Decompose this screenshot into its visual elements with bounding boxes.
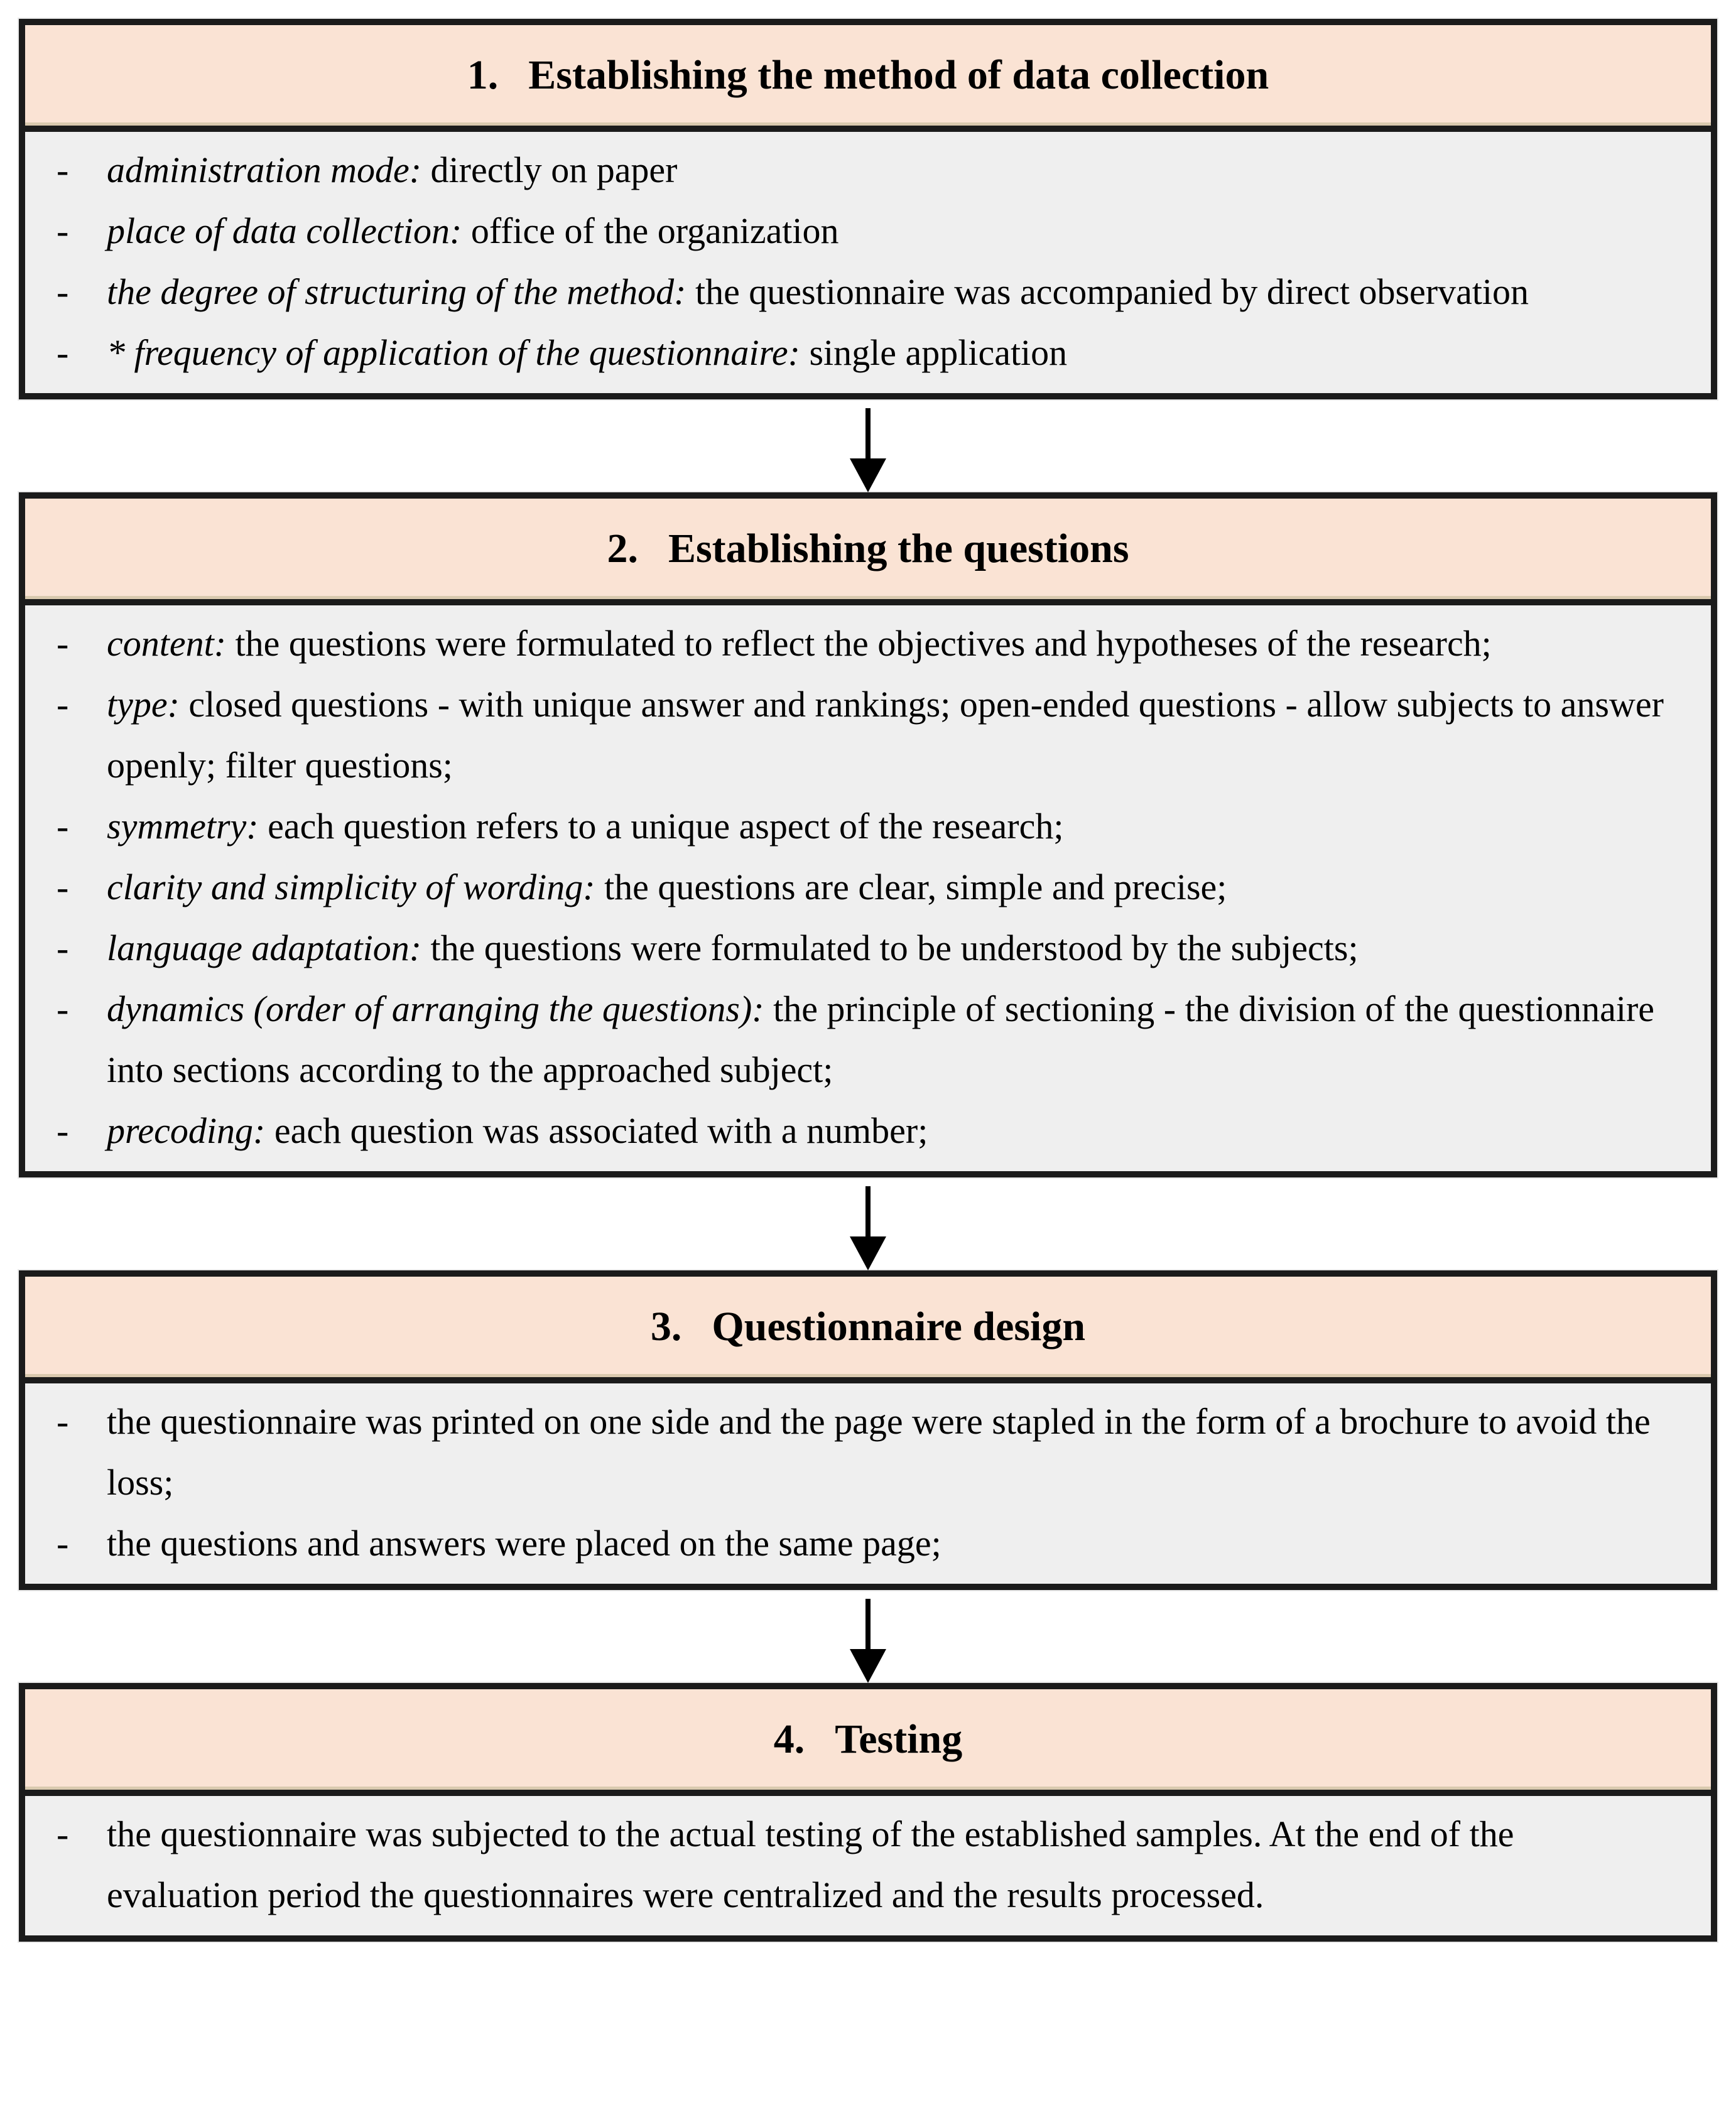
down-arrow-icon: [850, 1236, 886, 1270]
list-item: - language adaptation: the questions wer…: [57, 917, 1669, 978]
down-arrow-shaft: [865, 408, 871, 458]
flow-connector: [19, 399, 1717, 492]
down-arrow-shaft: [865, 1599, 871, 1649]
step-2-title: Establishing the questions: [668, 526, 1129, 571]
bullet-dash: -: [57, 867, 69, 907]
bullet-dash: -: [57, 988, 69, 1029]
step-3-body: - the questionnaire was printed on one s…: [25, 1383, 1711, 1584]
list-item: - the questionnaire was printed on one s…: [57, 1391, 1669, 1513]
down-arrow-icon: [850, 458, 886, 492]
bullet-dash: -: [57, 1814, 69, 1854]
step-2-header: 2. Establishing the questions: [25, 499, 1711, 605]
list-item: - the questions and answers were placed …: [57, 1513, 1669, 1574]
step-3-number: 3.: [650, 1304, 682, 1350]
list-item: - dynamics (order of arranging the quest…: [57, 978, 1669, 1100]
bullet-dash: -: [57, 928, 69, 968]
list-item: - symmetry: each question refers to a un…: [57, 796, 1669, 857]
step-4-title: Testing: [835, 1716, 963, 1762]
bullet-dash: -: [57, 623, 69, 664]
list-item: - precoding: each question was associate…: [57, 1100, 1669, 1161]
bullet-dash: -: [57, 1523, 69, 1564]
step-4-header: 4. Testing: [25, 1689, 1711, 1796]
step-3-header: 3. Questionnaire design: [25, 1277, 1711, 1383]
step-box-4: 4. Testing - the questionnaire was subje…: [19, 1683, 1717, 1942]
bullet-dash: -: [57, 149, 69, 190]
bullet-dash: -: [57, 1401, 69, 1442]
step-4-number: 4.: [773, 1716, 805, 1762]
step-1-header: 1. Establishing the method of data colle…: [25, 25, 1711, 132]
list-item: - the degree of structuring of the metho…: [57, 261, 1669, 322]
step-3-title: Questionnaire design: [712, 1304, 1086, 1350]
step-1-title: Establishing the method of data collecti…: [528, 52, 1269, 98]
list-item: - content: the questions were formulated…: [57, 613, 1669, 674]
step-2-body: - content: the questions were formulated…: [25, 605, 1711, 1171]
down-arrow-shaft: [865, 1186, 871, 1236]
step-2-number: 2.: [607, 526, 638, 571]
step-box-2: 2. Establishing the questions - content:…: [19, 492, 1717, 1177]
list-item: - administration mode: directly on paper: [57, 139, 1669, 200]
bullet-dash: -: [57, 1110, 69, 1151]
flow-connector: [19, 1590, 1717, 1683]
step-4-body: - the questionnaire was subjected to the…: [25, 1796, 1711, 1935]
bullet-dash: -: [57, 210, 69, 251]
step-box-3: 3. Questionnaire design - the questionna…: [19, 1270, 1717, 1590]
list-item: - clarity and simplicity of wording: the…: [57, 857, 1669, 917]
list-item: - * frequency of application of the ques…: [57, 322, 1669, 383]
list-item: - place of data collection: office of th…: [57, 200, 1669, 261]
bullet-dash: -: [57, 271, 69, 312]
list-item: - the questionnaire was subjected to the…: [57, 1804, 1669, 1925]
flow-connector: [19, 1177, 1717, 1270]
step-1-body: - administration mode: directly on paper…: [25, 132, 1711, 393]
bullet-dash: -: [57, 332, 69, 373]
bullet-dash: -: [57, 684, 69, 725]
step-box-1: 1. Establishing the method of data colle…: [19, 19, 1717, 399]
bullet-dash: -: [57, 806, 69, 847]
down-arrow-icon: [850, 1649, 886, 1683]
list-item: - type: closed questions - with unique a…: [57, 674, 1669, 796]
step-1-number: 1.: [467, 52, 499, 98]
